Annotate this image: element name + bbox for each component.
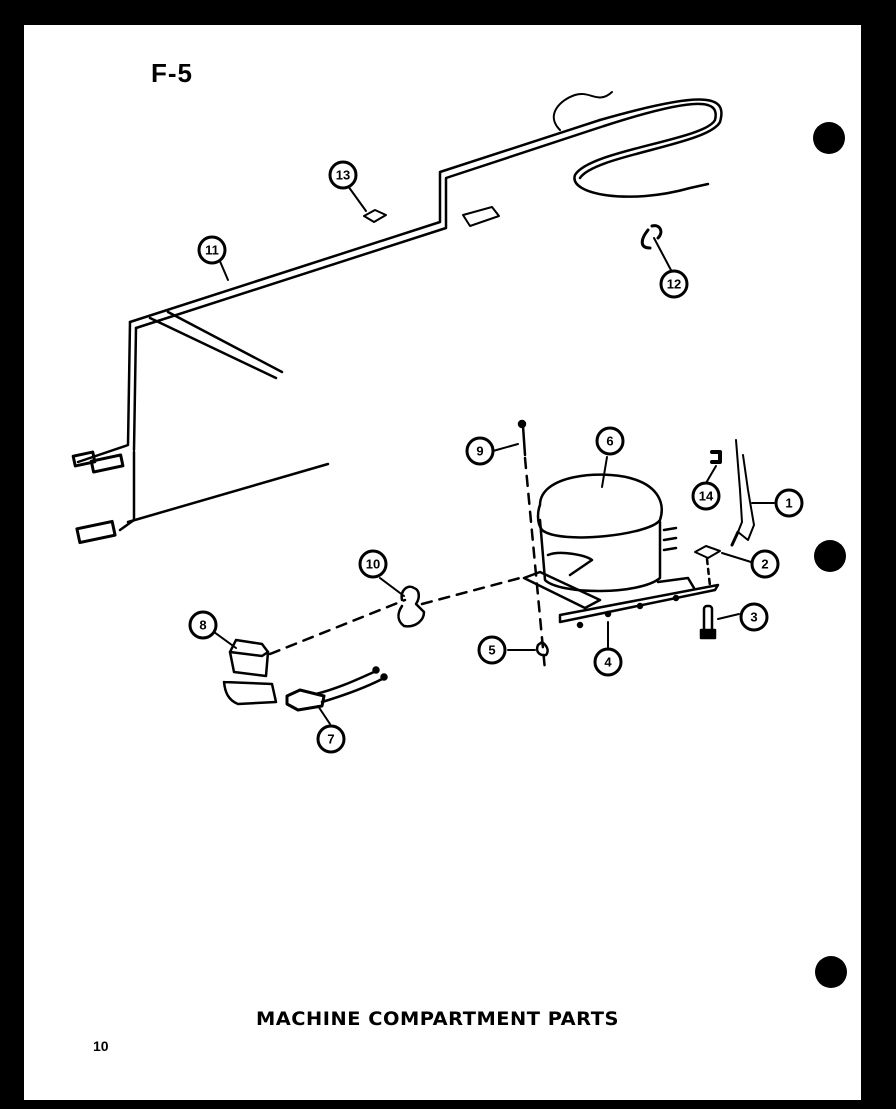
binder-hole-bottom — [815, 956, 847, 988]
part-12-drawing — [640, 224, 663, 250]
callouts: 13 11 12 9 6 14 1 2 3 4 5 10 8 7 — [188, 160, 804, 754]
svg-text:4: 4 — [604, 655, 612, 670]
part-1-drawing — [735, 439, 755, 541]
page-number: 10 — [93, 1038, 109, 1054]
svg-text:7: 7 — [327, 732, 334, 747]
binder-hole-middle — [814, 540, 846, 572]
binder-holes — [813, 122, 847, 988]
part-3-drawing — [702, 604, 714, 634]
callout-8: 8 — [188, 610, 218, 640]
svg-text:9: 9 — [476, 444, 483, 459]
callout-4: 4 — [593, 647, 623, 677]
callout-13: 13 — [328, 160, 358, 190]
diagram-caption: MACHINE COMPARTMENT PARTS — [256, 1008, 619, 1030]
part-14-drawing — [710, 450, 722, 464]
part-7-drawing — [285, 688, 326, 712]
callout-7: 7 — [316, 724, 346, 754]
svg-text:12: 12 — [667, 277, 681, 292]
svg-text:5: 5 — [488, 643, 495, 658]
callout-9: 9 — [465, 436, 495, 466]
callout-12: 12 — [659, 269, 689, 299]
svg-text:10: 10 — [366, 557, 380, 572]
callout-11: 11 — [197, 235, 227, 265]
figure-id: F-5 — [151, 58, 193, 88]
compressor-drawing — [522, 473, 720, 629]
svg-text:13: 13 — [336, 168, 350, 183]
svg-text:3: 3 — [750, 610, 757, 625]
callout-2: 2 — [750, 549, 780, 579]
diagram-page — [24, 25, 861, 1100]
part-2-drawing — [694, 545, 721, 559]
callout-6: 6 — [595, 426, 625, 456]
part-10-drawing — [397, 585, 426, 628]
part-5-drawing — [535, 640, 549, 657]
callout-14: 14 — [691, 481, 721, 511]
svg-text:1: 1 — [785, 496, 792, 511]
callout-1: 1 — [774, 488, 804, 518]
part-13-drawing — [363, 209, 387, 223]
relay-box-drawing — [222, 638, 278, 706]
callout-5: 5 — [477, 635, 507, 665]
svg-text:6: 6 — [606, 434, 613, 449]
svg-text:11: 11 — [205, 243, 219, 258]
callout-10: 10 — [358, 549, 388, 579]
wiring-harness-drawing — [71, 91, 723, 545]
svg-text:2: 2 — [761, 557, 768, 572]
svg-text:8: 8 — [199, 618, 206, 633]
callout-3: 3 — [739, 602, 769, 632]
svg-text:14: 14 — [699, 489, 714, 504]
binder-hole-top — [813, 122, 845, 154]
